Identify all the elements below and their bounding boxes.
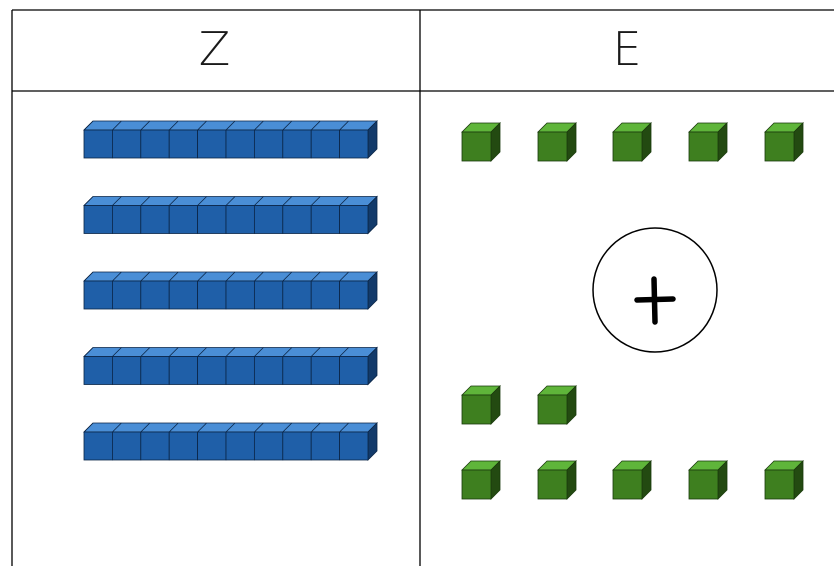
rod-unit-cube (84, 281, 112, 309)
rod-unit-cube (340, 432, 368, 460)
rod-unit-cube (84, 357, 112, 385)
rod-unit-cube (254, 357, 282, 385)
rod-unit-cube (141, 432, 169, 460)
rod-unit-cube (169, 281, 197, 309)
rod-unit-cube (254, 206, 282, 234)
rod-unit-cube (141, 206, 169, 234)
rod-unit-cube (84, 432, 112, 460)
unit-cube (613, 461, 651, 499)
rod-unit-cube (311, 281, 339, 309)
rod-unit-cube (112, 130, 140, 158)
rod-unit-cube (283, 130, 311, 158)
rod-unit-cube (112, 281, 140, 309)
rod-unit-cube (340, 281, 368, 309)
rod-unit-cube (254, 130, 282, 158)
column-header-ones: E (421, 14, 834, 84)
tens-rod (84, 272, 377, 309)
rod-unit-cube (198, 130, 226, 158)
rod-unit-cube (198, 206, 226, 234)
rod-unit-cube (198, 357, 226, 385)
unit-cube (765, 123, 803, 161)
rod-unit-cube (226, 206, 254, 234)
rod-unit-cube (283, 432, 311, 460)
plus-operator (593, 228, 717, 352)
unit-cube (538, 461, 576, 499)
rod-unit-cube (340, 130, 368, 158)
rod-unit-cube (254, 432, 282, 460)
rod-unit-cube (340, 357, 368, 385)
tens-rod (84, 348, 377, 385)
rod-unit-cube (226, 281, 254, 309)
tens-rod (84, 423, 377, 460)
rod-unit-cube (226, 432, 254, 460)
rod-unit-cube (311, 357, 339, 385)
unit-cube (689, 461, 727, 499)
unit-cube (462, 386, 500, 424)
rod-unit-cube (283, 281, 311, 309)
rod-unit-cube (169, 130, 197, 158)
rod-unit-cube (112, 432, 140, 460)
unit-cube (538, 386, 576, 424)
unit-cube (538, 123, 576, 161)
unit-cube (462, 123, 500, 161)
rod-unit-cube (141, 357, 169, 385)
rod-unit-cube (141, 281, 169, 309)
rod-unit-cube (198, 281, 226, 309)
rod-unit-cube (198, 432, 226, 460)
unit-cube (613, 123, 651, 161)
tens-rod (84, 121, 377, 158)
rod-unit-cube (311, 206, 339, 234)
rod-unit-cube (169, 206, 197, 234)
column-header-tens: Z (12, 14, 418, 84)
rod-unit-cube (84, 206, 112, 234)
unit-cube (689, 123, 727, 161)
tens-rod (84, 197, 377, 234)
rod-unit-cube (254, 281, 282, 309)
rod-unit-cube (112, 357, 140, 385)
tens-rods-group (84, 121, 377, 460)
unit-cube (462, 461, 500, 499)
rod-unit-cube (141, 130, 169, 158)
rod-unit-cube (169, 357, 197, 385)
rod-unit-cube (226, 357, 254, 385)
unit-cube (765, 461, 803, 499)
rod-unit-cube (283, 357, 311, 385)
rod-unit-cube (283, 206, 311, 234)
rod-unit-cube (311, 130, 339, 158)
rod-unit-cube (311, 432, 339, 460)
rod-unit-cube (84, 130, 112, 158)
rod-unit-cube (340, 206, 368, 234)
rod-unit-cube (226, 130, 254, 158)
rod-unit-cube (169, 432, 197, 460)
rod-unit-cube (112, 206, 140, 234)
